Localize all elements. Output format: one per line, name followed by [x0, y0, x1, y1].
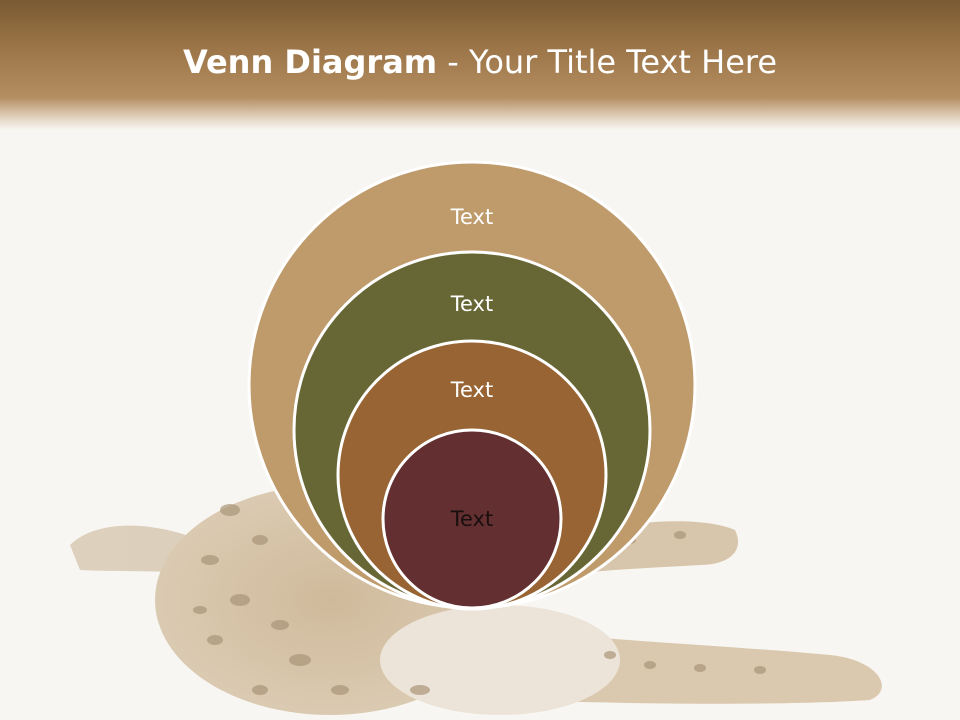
venn-label-third: Text: [450, 378, 494, 402]
title-band: [0, 0, 960, 130]
slide-title-bold: Venn Diagram: [182, 43, 438, 81]
venn-ring-inner: [381, 428, 563, 610]
venn-label-second: Text: [450, 292, 494, 316]
slide-title: Venn Diagram - Your Title Text Here: [0, 40, 960, 84]
venn-label-inner: Text: [450, 507, 494, 531]
slide-title-rest: - Your Title Text Here: [437, 43, 778, 81]
venn-label-outer: Text: [450, 205, 494, 229]
